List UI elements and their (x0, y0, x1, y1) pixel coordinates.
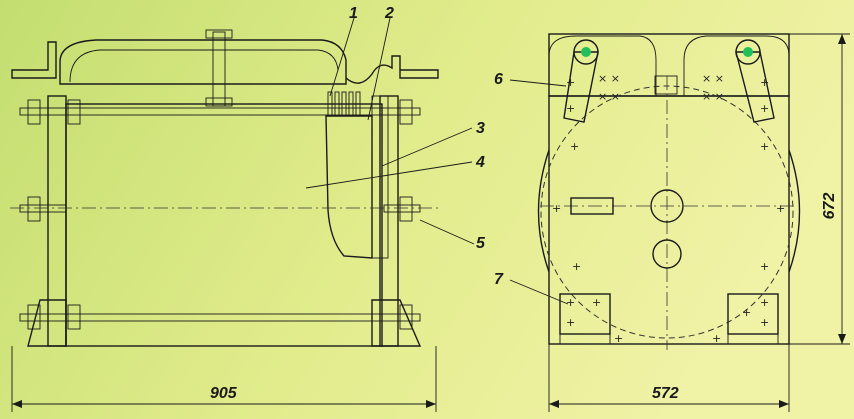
leader-3 (381, 127, 473, 167)
callout-3: 3 (476, 120, 485, 137)
svg-text:+: + (566, 296, 575, 309)
centre-bolt (650, 189, 684, 223)
svg-text:+: + (614, 332, 623, 345)
terminal-block (654, 75, 678, 95)
svg-text:× ×: × × (702, 90, 724, 103)
callout-6: 6 (494, 71, 503, 88)
tie-rod-mid-right (383, 204, 421, 213)
callout-2: 2 (384, 5, 394, 22)
rating-plate (570, 197, 614, 215)
svg-text:× ×: × × (598, 72, 620, 85)
svg-text:+: + (712, 332, 721, 345)
svg-text:× ×: × × (702, 72, 724, 85)
svg-text:+: + (760, 76, 769, 89)
leader-4 (305, 161, 473, 189)
right-top-bracket (345, 55, 439, 84)
callout-5: 5 (476, 235, 486, 252)
dimension-length (11, 346, 437, 412)
tie-rod-top (19, 107, 421, 116)
tie-rod-mid-left (19, 204, 67, 213)
end-plate (548, 95, 790, 345)
svg-text:+: + (552, 202, 561, 215)
svg-text:+: + (570, 140, 579, 153)
handle-cap-bottom (205, 97, 233, 107)
right-bulge (788, 149, 801, 273)
end-top-lobe-right (683, 35, 790, 96)
svg-text:+: + (760, 102, 769, 115)
left-foot (27, 299, 67, 347)
svg-text:+: + (566, 316, 575, 329)
svg-text:+: + (566, 76, 575, 89)
right-foot (371, 299, 422, 347)
dimension-height-label: 672 (821, 193, 838, 220)
callout-1: 1 (349, 5, 358, 22)
magnetic-core-cutaway (325, 115, 373, 259)
svg-text:+: + (776, 202, 785, 215)
svg-text:+: + (760, 260, 769, 273)
callout-7: 7 (494, 271, 504, 288)
tie-rod-bottom (19, 313, 421, 322)
dimension-width-label: 572 (652, 385, 679, 402)
right-arm (735, 39, 775, 123)
lower-hole (652, 239, 682, 269)
left-foot-base (559, 333, 611, 345)
leader-5 (419, 219, 475, 245)
leader-2 (367, 17, 391, 121)
right-foot-base (727, 333, 779, 345)
side-view: 1 2 3 4 5 905 (10, 5, 486, 412)
svg-text:+: + (742, 306, 751, 319)
svg-text:+: + (572, 260, 581, 273)
tank-top-inner-line (69, 49, 339, 83)
end-view: × × × × × × × × + + + + + + + + + + + + … (494, 33, 850, 412)
winding-terminals (327, 91, 361, 117)
indicator-lamp-right (743, 47, 753, 57)
end-top-lobe-left (548, 35, 657, 96)
left-top-bracket (11, 41, 57, 79)
leader-1 (329, 17, 355, 97)
surface-marks: × × × × × × × × + + + + + + + + + + + + … (552, 72, 785, 345)
svg-text:+: + (760, 140, 769, 153)
svg-text:+: + (566, 102, 575, 115)
left-bulge (537, 149, 550, 273)
leader-6 (509, 79, 567, 87)
svg-text:× ×: × × (598, 90, 620, 103)
indicator-lamp-left (581, 47, 591, 57)
insulation-winding (371, 95, 389, 259)
left-arm (563, 39, 599, 123)
dimension-height (789, 33, 850, 345)
dimension-length-label: 905 (210, 385, 238, 402)
leader-7 (509, 279, 569, 305)
handle-cap-top (205, 29, 233, 39)
svg-text:+: + (760, 296, 769, 309)
svg-text:+: + (592, 296, 601, 309)
svg-text:+: + (760, 316, 769, 329)
tank-top-dome (59, 39, 347, 85)
tie-rod-nuts (27, 99, 413, 330)
callout-4: 4 (475, 154, 485, 171)
dimension-width (548, 344, 790, 412)
